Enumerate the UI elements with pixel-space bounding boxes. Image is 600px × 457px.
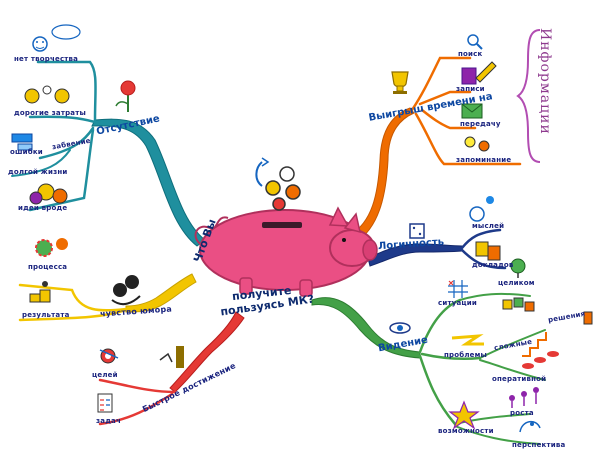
globe-icon xyxy=(510,258,526,278)
errors-icon xyxy=(11,133,33,151)
vision-child-8: роста xyxy=(510,409,534,417)
runner-icon xyxy=(159,346,184,368)
smiley-icon xyxy=(32,36,48,52)
information-bracket-label: Информации xyxy=(537,28,553,135)
ideas-icon xyxy=(29,183,68,205)
wins-child-2: записи xyxy=(456,85,485,93)
target-icon xyxy=(99,348,119,364)
information-bracket xyxy=(516,29,541,163)
bulb-icon xyxy=(464,136,490,152)
speech-bubble-icon xyxy=(51,24,81,40)
star-icon xyxy=(448,400,480,430)
laughing-face-icon xyxy=(111,275,141,306)
tic-tac-toe-icon xyxy=(448,280,468,298)
vision-child-1: ситуации xyxy=(438,299,477,307)
stairs-icon xyxy=(522,311,593,357)
vision-child-9: перспектива xyxy=(512,441,566,449)
trophy-icon xyxy=(391,71,409,94)
money-bag-icon xyxy=(24,85,70,104)
vision-child-7: возможности xyxy=(438,427,494,435)
humor-child-1: процесса xyxy=(28,263,68,271)
vision-child-2: целиком xyxy=(498,279,535,287)
piggy-bank-icon xyxy=(194,206,378,297)
absence-child-1: нет творчества xyxy=(14,55,79,63)
branch-absence xyxy=(91,118,206,247)
puzzle-icon xyxy=(502,297,535,312)
flower-icon xyxy=(115,80,136,112)
speed-child-2: задач xyxy=(96,417,121,425)
checklist-icon xyxy=(97,393,113,413)
mail-icon xyxy=(461,103,483,119)
vision-child-3: проблемы xyxy=(444,351,488,359)
dice-icon xyxy=(409,223,425,239)
branch-speed xyxy=(169,311,245,393)
wins-child-3: передачу xyxy=(460,120,501,128)
search-icon xyxy=(467,34,483,50)
speed-child-1: целей xyxy=(92,371,118,379)
fish-icon xyxy=(522,351,559,369)
absence-child-3: ошибки xyxy=(10,148,43,156)
podium-icon xyxy=(29,281,51,303)
perspective-icon xyxy=(519,420,541,433)
growth-figures-icon xyxy=(509,387,539,408)
branch-wins xyxy=(349,107,415,243)
logic-child-2: докладов xyxy=(472,261,514,269)
coins-icon xyxy=(255,157,301,211)
thinking-face-icon xyxy=(469,196,494,222)
reports-icon xyxy=(475,241,501,261)
lightning-icon xyxy=(451,334,484,346)
absence-child-6: идеи вроде xyxy=(18,204,68,212)
wins-child-1: поиск xyxy=(458,50,483,58)
humor-child-2: результата xyxy=(22,311,70,319)
wins-child-4: запоминание xyxy=(456,156,512,164)
branch-humor xyxy=(125,273,197,313)
absence-child-2: дорогие затраты xyxy=(14,109,86,117)
logic-child-1: мыслей xyxy=(472,222,505,230)
writing-icon xyxy=(461,61,497,85)
eye-icon xyxy=(389,322,411,334)
vision-child-6: оперативной xyxy=(492,375,547,383)
absence-child-5: долгой жизни xyxy=(8,168,68,176)
sun-icon xyxy=(35,238,68,257)
